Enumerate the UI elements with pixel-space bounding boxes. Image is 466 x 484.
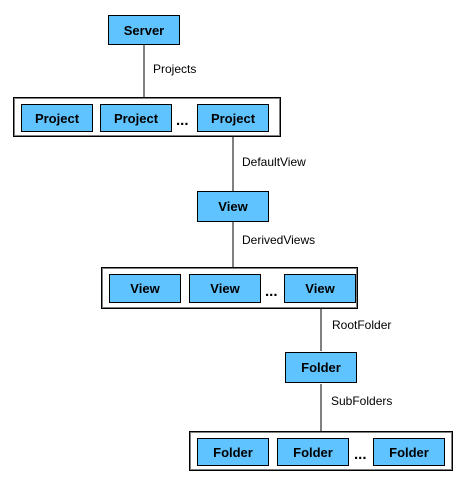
view-ellipsis: ... [265,283,278,300]
default-view-node: View [197,191,269,222]
project-node: Project [197,104,269,132]
edge-label-root-folder: RootFolder [332,318,392,332]
edge-label-derived-views: DerivedViews [242,233,316,247]
view-node: View [189,274,261,303]
project-group: Project Project ... Project [13,97,281,137]
edge-label-sub-folders: SubFolders [331,394,393,408]
view-node: View [109,274,181,303]
folder-node: Folder [277,438,349,466]
view-node: View [284,274,356,303]
folder-node: Folder [373,438,445,466]
project-node: Project [100,104,172,132]
project-node: Project [21,104,93,132]
root-folder-node: Folder [285,352,357,383]
edge-label-default-view: DefaultView [242,155,306,169]
project-ellipsis: ... [176,112,189,129]
folder-group: Folder Folder ... Folder [189,431,453,471]
folder-ellipsis: ... [354,446,367,463]
edge-label-projects: Projects [153,62,197,76]
server-node: Server [108,15,180,45]
view-group: View View ... View [101,267,358,309]
folder-node: Folder [197,438,269,466]
